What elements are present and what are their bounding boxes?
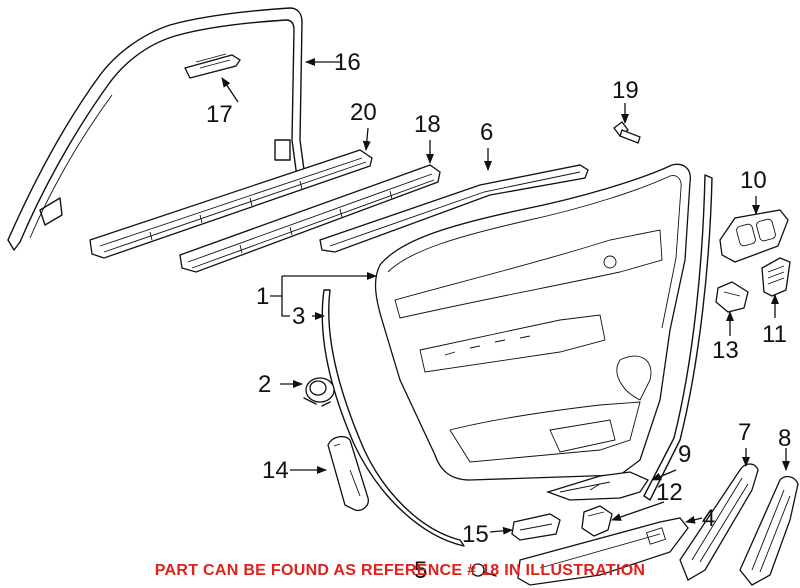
callout-13: 13 [712,337,739,364]
callout-15: 15 [462,521,489,548]
callout-5: 5 [414,557,427,584]
callout-17: 17 [206,101,233,128]
pull-handle-part [679,463,759,581]
window-frame-channel-part [7,7,307,251]
part-reference-note: PART CAN BE FOUND AS REFERENCE # 18 IN I… [154,562,646,579]
small-screw-part [471,563,497,577]
callout-2: 2 [258,371,271,398]
callout-4: 4 [702,505,715,532]
lock-switch-part [715,281,749,313]
inner-weatherstrip-part [179,164,441,273]
callout-12: 12 [656,479,683,506]
door-edge-strip-part [643,174,713,501]
belt-molding-part [319,164,589,253]
courtesy-lamp-part [511,513,561,541]
armrest-part [517,517,689,586]
mirror-switch-part [581,505,613,537]
callout-18: 18 [414,111,441,138]
callout-14: 14 [262,457,289,484]
window-switch-bezel-part [719,209,789,263]
callout-20: 20 [350,99,377,126]
leader-lines [221,58,790,535]
speaker-grille-part [761,257,791,297]
trim-clip-part [184,53,241,79]
callout-8: 8 [778,425,791,452]
callout-11: 11 [762,321,787,348]
inside-handle-part [545,471,649,501]
callout-1: 1 [256,283,269,310]
pull-handle-cover-part [327,435,369,512]
pull-handle-trim-part [739,475,799,586]
callout-6: 6 [480,119,493,146]
screw-part [613,121,641,144]
callout-7: 7 [738,419,751,446]
door-seal-strip-part [321,289,465,547]
callout-labels: 1 2 3 4 5 6 7 8 9 10 11 12 13 14 15 16 1… [206,49,791,584]
callout-19: 19 [612,77,639,104]
callout-16: 16 [334,49,361,76]
outer-weatherstrip-part [89,149,373,259]
callout-9: 9 [678,441,691,468]
door-trim-panel-part [374,163,691,481]
callout-10: 10 [740,167,767,194]
grommet-part [303,377,335,407]
callout-3: 3 [292,303,305,330]
